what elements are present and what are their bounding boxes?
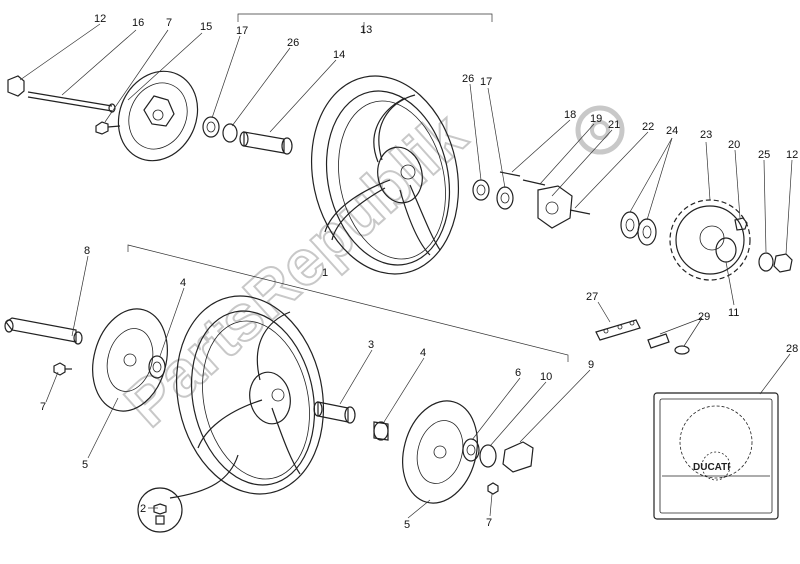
rear-spacer bbox=[239, 131, 293, 155]
carrier-bearings bbox=[620, 211, 657, 246]
rear-brake-disc bbox=[117, 70, 199, 162]
callout-17: 17 bbox=[236, 25, 248, 37]
callout-numbers: 12 16 7 15 17 26 14 13 26 17 18 19 21 22… bbox=[40, 13, 798, 531]
drive-chain-section bbox=[595, 319, 641, 341]
disc-bolt bbox=[95, 121, 121, 135]
rear-wheel bbox=[310, 75, 460, 275]
bracket-front-wheel bbox=[127, 244, 569, 362]
callout-7-c: 7 bbox=[486, 517, 492, 529]
callout-24: 24 bbox=[666, 125, 678, 137]
callout-8: 8 bbox=[84, 245, 90, 257]
disc-bolt-front bbox=[53, 362, 72, 376]
front-bearings-seal bbox=[462, 438, 497, 468]
callout-11: 11 bbox=[728, 307, 739, 319]
callout-5-b: 5 bbox=[404, 519, 410, 531]
callout-3: 3 bbox=[368, 339, 374, 351]
front-wheel bbox=[175, 295, 325, 495]
callout-21: 21 bbox=[608, 119, 620, 131]
rear-sprocket bbox=[669, 199, 751, 281]
callout-2: 2 bbox=[140, 503, 146, 515]
callout-7: 7 bbox=[166, 17, 172, 29]
callout-6: 6 bbox=[515, 367, 521, 379]
sprocket-carrier bbox=[499, 171, 591, 229]
speedo-drive bbox=[502, 441, 534, 473]
disc-bolt-front-right bbox=[487, 482, 499, 495]
rear-bearing-left bbox=[202, 116, 238, 143]
leader-lines bbox=[19, 22, 793, 519]
chain-adjustment-plate bbox=[653, 392, 779, 520]
svg-text:PartsRepublik: PartsRepublik bbox=[111, 99, 479, 441]
front-bearing-left bbox=[148, 355, 166, 379]
front-axle bbox=[4, 317, 83, 345]
callout-18: 18 bbox=[564, 109, 576, 121]
rear-axle bbox=[7, 75, 116, 113]
callout-4-b: 4 bbox=[420, 347, 426, 359]
circlip bbox=[715, 237, 737, 263]
callout-28: 28 bbox=[786, 343, 798, 355]
callout-15: 15 bbox=[200, 21, 212, 33]
rear-cush-drive-bearing bbox=[472, 179, 514, 210]
callout-10: 10 bbox=[540, 371, 552, 383]
callout-26-b: 26 bbox=[462, 73, 474, 85]
front-spacer bbox=[313, 401, 356, 424]
callout-27: 27 bbox=[586, 291, 598, 303]
callout-22: 22 bbox=[642, 121, 654, 133]
chain-master-link bbox=[647, 333, 690, 355]
valve-hose bbox=[169, 454, 239, 499]
rear-axle-washer-nut bbox=[758, 252, 793, 273]
callout-17-b: 17 bbox=[480, 76, 492, 88]
callout-19: 19 bbox=[590, 113, 602, 125]
callout-25: 25 bbox=[758, 149, 770, 161]
front-bearing-right bbox=[373, 421, 389, 441]
plate-brand-label: DUCATI bbox=[693, 462, 730, 473]
callout-23: 23 bbox=[700, 129, 712, 141]
bracket-rear-wheel bbox=[237, 13, 493, 22]
callout-29: 29 bbox=[698, 311, 710, 323]
callout-7-b: 7 bbox=[40, 401, 46, 413]
watermark: PartsRepublik bbox=[110, 98, 480, 442]
callout-5: 5 bbox=[82, 459, 88, 471]
callout-9: 9 bbox=[588, 359, 594, 371]
callout-12-b: 12 bbox=[786, 149, 798, 161]
front-brake-disc-right bbox=[402, 400, 478, 504]
callout-14: 14 bbox=[333, 49, 345, 61]
callout-13: 13 bbox=[360, 24, 372, 36]
tyre-valve-inset bbox=[137, 487, 183, 533]
watermark-gear-icon bbox=[575, 105, 625, 155]
callout-16: 16 bbox=[132, 17, 144, 29]
callout-26: 26 bbox=[287, 37, 299, 49]
callout-20: 20 bbox=[728, 139, 740, 151]
callout-4: 4 bbox=[180, 277, 186, 289]
sprocket-nut bbox=[734, 217, 748, 231]
callout-1: 1 bbox=[322, 267, 328, 279]
callout-12: 12 bbox=[94, 13, 106, 25]
